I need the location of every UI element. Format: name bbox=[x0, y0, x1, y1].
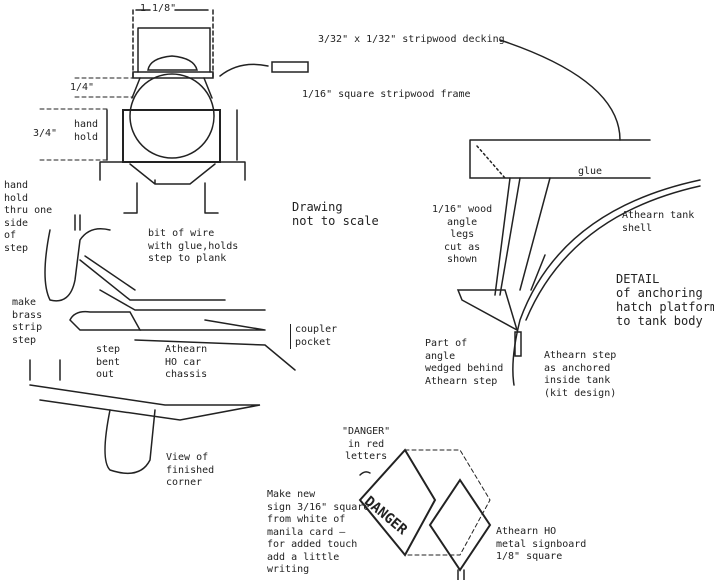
text-line: Athearn tank bbox=[622, 210, 695, 221]
text-line: step bbox=[96, 344, 121, 355]
text-line: shown bbox=[447, 254, 478, 265]
text-line: step bbox=[4, 242, 29, 254]
text-line: Athearn HO bbox=[496, 526, 557, 537]
text-line: brass bbox=[12, 309, 43, 321]
text-line: "DANGER" bbox=[342, 426, 391, 437]
text-line: cut as bbox=[444, 241, 481, 253]
text-line: side bbox=[4, 217, 29, 229]
text-line: hold bbox=[4, 192, 29, 204]
text-line: in red bbox=[348, 438, 385, 450]
text-line: Athearn bbox=[165, 344, 208, 355]
text-line: out bbox=[96, 369, 115, 380]
text-line: Part of bbox=[425, 338, 468, 349]
text-line: (kit design) bbox=[544, 387, 617, 399]
text-line: coupler bbox=[295, 324, 338, 335]
text-line: writing bbox=[267, 564, 310, 575]
decking-label: 3/32" x 1/32" stripwood decking bbox=[318, 34, 505, 45]
text-line: to tank body bbox=[616, 314, 703, 328]
handhold-height-dimension: 3/4" bbox=[33, 128, 58, 139]
text-line: shell bbox=[622, 222, 653, 234]
text-line: add a little bbox=[267, 551, 340, 563]
width-dimension: 1 1/8" bbox=[140, 3, 177, 14]
frame-label: 1/16" square stripwood frame bbox=[302, 89, 471, 100]
text-line: DETAIL bbox=[616, 272, 660, 286]
text-line: chassis bbox=[165, 369, 208, 380]
text-line: HO car bbox=[165, 356, 202, 368]
text-line: angle bbox=[447, 216, 478, 228]
text-line: angle bbox=[425, 350, 456, 362]
detail-platform bbox=[456, 39, 701, 386]
text-line: with glue,holds bbox=[148, 240, 239, 252]
signs bbox=[358, 448, 492, 580]
platform-height-dimension: 1/4" bbox=[70, 82, 95, 93]
text-line: of bbox=[4, 230, 17, 241]
text-line: sign 3/16" square bbox=[267, 501, 370, 513]
decking-section bbox=[219, 61, 309, 77]
text-line: inside tank bbox=[544, 375, 611, 386]
text-line: hand bbox=[4, 180, 29, 191]
text-line: hold bbox=[74, 131, 99, 143]
end-view-tank bbox=[39, 9, 246, 214]
text-line: step bbox=[12, 334, 37, 346]
text-line: not to scale bbox=[292, 214, 379, 228]
text-line: strip bbox=[12, 322, 43, 333]
text-line: finished bbox=[166, 464, 215, 476]
text-line: bent bbox=[96, 356, 121, 368]
text-line: hand bbox=[74, 119, 99, 130]
text-line: as anchored bbox=[544, 362, 611, 374]
text-line: Drawing bbox=[292, 200, 343, 214]
text-line: make bbox=[12, 297, 37, 308]
text-line: hatch platform bbox=[616, 300, 714, 314]
text-line: step to plank bbox=[148, 253, 227, 264]
text-line: Athearn step bbox=[425, 375, 498, 387]
text-line: pocket bbox=[295, 336, 332, 348]
text-line: View of bbox=[166, 452, 209, 463]
text-line: corner bbox=[166, 477, 203, 488]
text-line: 1/16" wood bbox=[432, 204, 493, 215]
text-line: Athearn step bbox=[544, 350, 617, 361]
text-line: Make new bbox=[267, 489, 316, 500]
text-line: legs bbox=[450, 229, 475, 240]
text-line: bit of wire bbox=[148, 228, 215, 239]
text-line: letters bbox=[345, 451, 388, 462]
text-line: manila card — bbox=[267, 526, 346, 538]
text-line: wedged behind bbox=[425, 363, 504, 374]
text-line: thru one bbox=[4, 205, 53, 216]
text-line: from white of bbox=[267, 514, 346, 525]
glue-label: glue bbox=[578, 166, 603, 177]
text-line: metal signboard bbox=[496, 538, 587, 550]
text-line: for added touch bbox=[267, 539, 358, 550]
text-line: 1/8" square bbox=[496, 551, 563, 562]
text-line: of anchoring bbox=[616, 286, 703, 300]
step-chassis bbox=[29, 214, 296, 475]
